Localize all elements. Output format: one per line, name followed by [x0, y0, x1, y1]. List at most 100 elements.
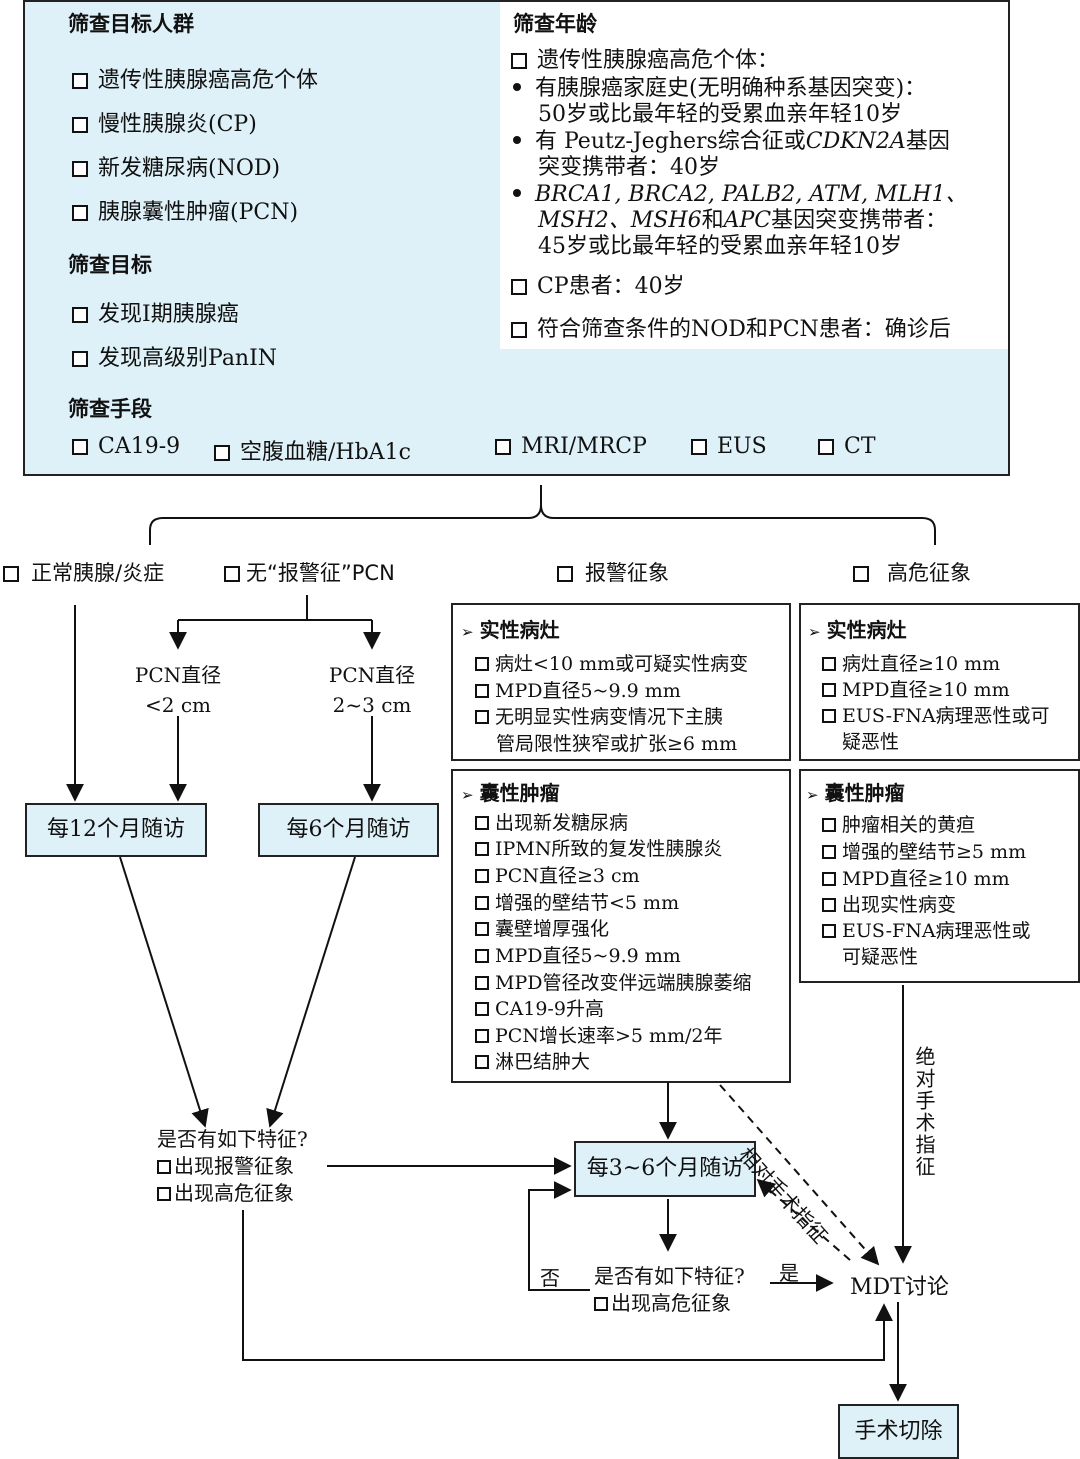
checkbox-icon [511, 279, 527, 295]
target-item-cp: 慢性胰腺炎(CP) [72, 106, 257, 138]
arrowhead-icon: ➢ [461, 786, 474, 804]
high-solid-item: MPD直径≥10 mm [822, 677, 1010, 703]
alarm-cystic-item: 出现新发糖尿病 [475, 810, 628, 836]
alarm-solid-item-cont: 管局限性狭窄或扩张≥6 mm [496, 733, 738, 755]
bullet-icon [513, 83, 521, 91]
checkbox-icon [822, 845, 836, 859]
surgery-box: 手术切除 [838, 1404, 959, 1459]
alarm-cystic-item: CA19-9升高 [475, 996, 604, 1022]
goal-item-stage1: 发现Ⅰ期胰腺癌 [72, 296, 239, 328]
checkbox-icon [475, 869, 489, 883]
alarm-cystic-item: PCN增长速率>5 mm/2年 [475, 1023, 723, 1049]
checkbox-icon [822, 657, 836, 671]
checkbox-icon [475, 949, 489, 963]
alarm-solid-item: MPD直径5~9.9 mm [475, 678, 681, 704]
alarm-cystic-title: ➢囊性肿瘤 [461, 781, 560, 805]
checkbox-icon [72, 351, 88, 367]
alarm-cystic-item: 增强的壁结节<5 mm [475, 890, 679, 916]
category-no-alarm: 无“报警征”PCN [224, 557, 395, 587]
checkbox-icon [72, 73, 88, 89]
checkbox-icon [822, 898, 836, 912]
target-population-title: 筛查目标人群 [68, 12, 194, 36]
label-yes: 是 [779, 1261, 799, 1285]
checkbox-icon [475, 657, 489, 671]
checkbox-icon [157, 1187, 171, 1201]
high-solid-item-cont: 疑恶性 [842, 731, 900, 753]
age-hereditary: 遗传性胰腺癌高危个体： [511, 42, 779, 74]
alarm-cystic-item: 囊壁增厚强化 [475, 916, 609, 942]
age-bullet-family-2: 50岁或比最年轻的受累血亲年轻10岁 [538, 102, 902, 127]
checkbox-icon [511, 53, 527, 69]
age-bullet-family: 有胰腺癌家庭史(无明确种系基因突变)： [513, 70, 926, 102]
checkbox-icon [822, 872, 836, 886]
checkbox-icon [475, 816, 489, 830]
high-cystic-item: 增强的壁结节≥5 mm [822, 839, 1026, 865]
alarm-solid-title: ➢实性病灶 [461, 618, 560, 642]
arrowhead-icon: ➢ [806, 786, 819, 804]
checkbox-icon [475, 1055, 489, 1069]
checkbox-icon [475, 1029, 489, 1043]
checkbox-icon [557, 566, 573, 582]
target-item-pcn: 胰腺囊性肿瘤(PCN) [72, 194, 298, 226]
alarm-cystic-item: MPD管径改变伴远端胰腺萎缩 [475, 970, 751, 996]
category-alarm: 报警征象 [557, 557, 669, 587]
screening-methods-title: 筛查手段 [68, 397, 152, 421]
checkbox-icon [157, 1160, 171, 1174]
age-bullet-brca-2: MSH2、MSH6和APC基因突变携带者： [538, 208, 948, 233]
method-ca199: CA19-9 [72, 434, 180, 459]
method-ct: CT [818, 434, 876, 459]
high-cystic-item-cont: 可疑恶性 [842, 946, 919, 968]
checkbox-icon [214, 445, 230, 461]
followup-3-6-box: 每3~6个月随访 [574, 1141, 756, 1197]
arrowhead-icon: ➢ [808, 623, 821, 641]
checkbox-icon [475, 1002, 489, 1016]
question-mid: 是否有如下特征? 出现高危征象 [594, 1264, 745, 1315]
age-bullet-brca: BRCA1, BRCA2, PALB2, ATM, MLH1、 [513, 176, 968, 208]
checkbox-icon [475, 976, 489, 990]
alarm-cystic-item: PCN直径≥3 cm [475, 863, 640, 889]
arrowhead-icon: ➢ [461, 623, 474, 641]
category-high-risk: 高危征象 [853, 557, 971, 587]
target-item-nod: 新发糖尿病(NOD) [72, 150, 280, 182]
checkbox-icon [475, 896, 489, 910]
checkbox-icon [72, 307, 88, 323]
category-normal: 正常胰腺/炎症 [3, 557, 164, 587]
checkbox-icon [475, 842, 489, 856]
high-cystic-item: 出现实性病变 [822, 892, 956, 918]
method-eus: EUS [691, 434, 767, 459]
bullet-icon [513, 189, 521, 197]
pcn-small-label: PCN直径<2 cm [134, 663, 222, 717]
alarm-cystic-item: 淋巴结肿大 [475, 1049, 590, 1075]
alarm-solid-item: 病灶<10 mm或可疑实性病变 [475, 651, 748, 677]
high-cystic-item: MPD直径≥10 mm [822, 866, 1010, 892]
alarm-cystic-item: MPD直径5~9.9 mm [475, 943, 681, 969]
checkbox-icon [224, 566, 240, 582]
checkbox-icon [3, 566, 19, 582]
age-nod-pcn: 符合筛查条件的NOD和PCN患者：确诊后 [511, 311, 951, 343]
checkbox-icon [822, 818, 836, 832]
checkbox-icon [495, 439, 511, 455]
checkbox-icon [853, 566, 869, 582]
checkbox-icon [475, 684, 489, 698]
screening-age-title: 筛查年龄 [513, 12, 597, 36]
checkbox-icon [475, 710, 489, 724]
label-no: 否 [540, 1266, 560, 1290]
checkbox-icon [475, 922, 489, 936]
high-cystic-box [799, 769, 1080, 983]
checkbox-icon [822, 924, 836, 938]
checkbox-icon [72, 161, 88, 177]
screening-age-panel [500, 2, 1008, 349]
label-absolute-surgery: 绝对手术指征 [912, 1046, 936, 1178]
high-cystic-title: ➢囊性肿瘤 [806, 781, 905, 805]
target-item-hereditary: 遗传性胰腺癌高危个体 [72, 62, 318, 94]
high-cystic-item: EUS-FNA病理恶性或 [822, 918, 1031, 944]
checkbox-icon [818, 439, 834, 455]
high-solid-title: ➢实性病灶 [808, 618, 907, 642]
checkbox-icon [594, 1297, 608, 1311]
followup-6-box: 每6个月随访 [258, 803, 439, 857]
followup-12-box: 每12个月随访 [25, 803, 207, 857]
checkbox-icon [72, 205, 88, 221]
alarm-solid-item: 无明显实性病变情况下主胰 [475, 704, 723, 730]
age-bullet-pj-2: 突变携带者：40岁 [538, 155, 720, 180]
